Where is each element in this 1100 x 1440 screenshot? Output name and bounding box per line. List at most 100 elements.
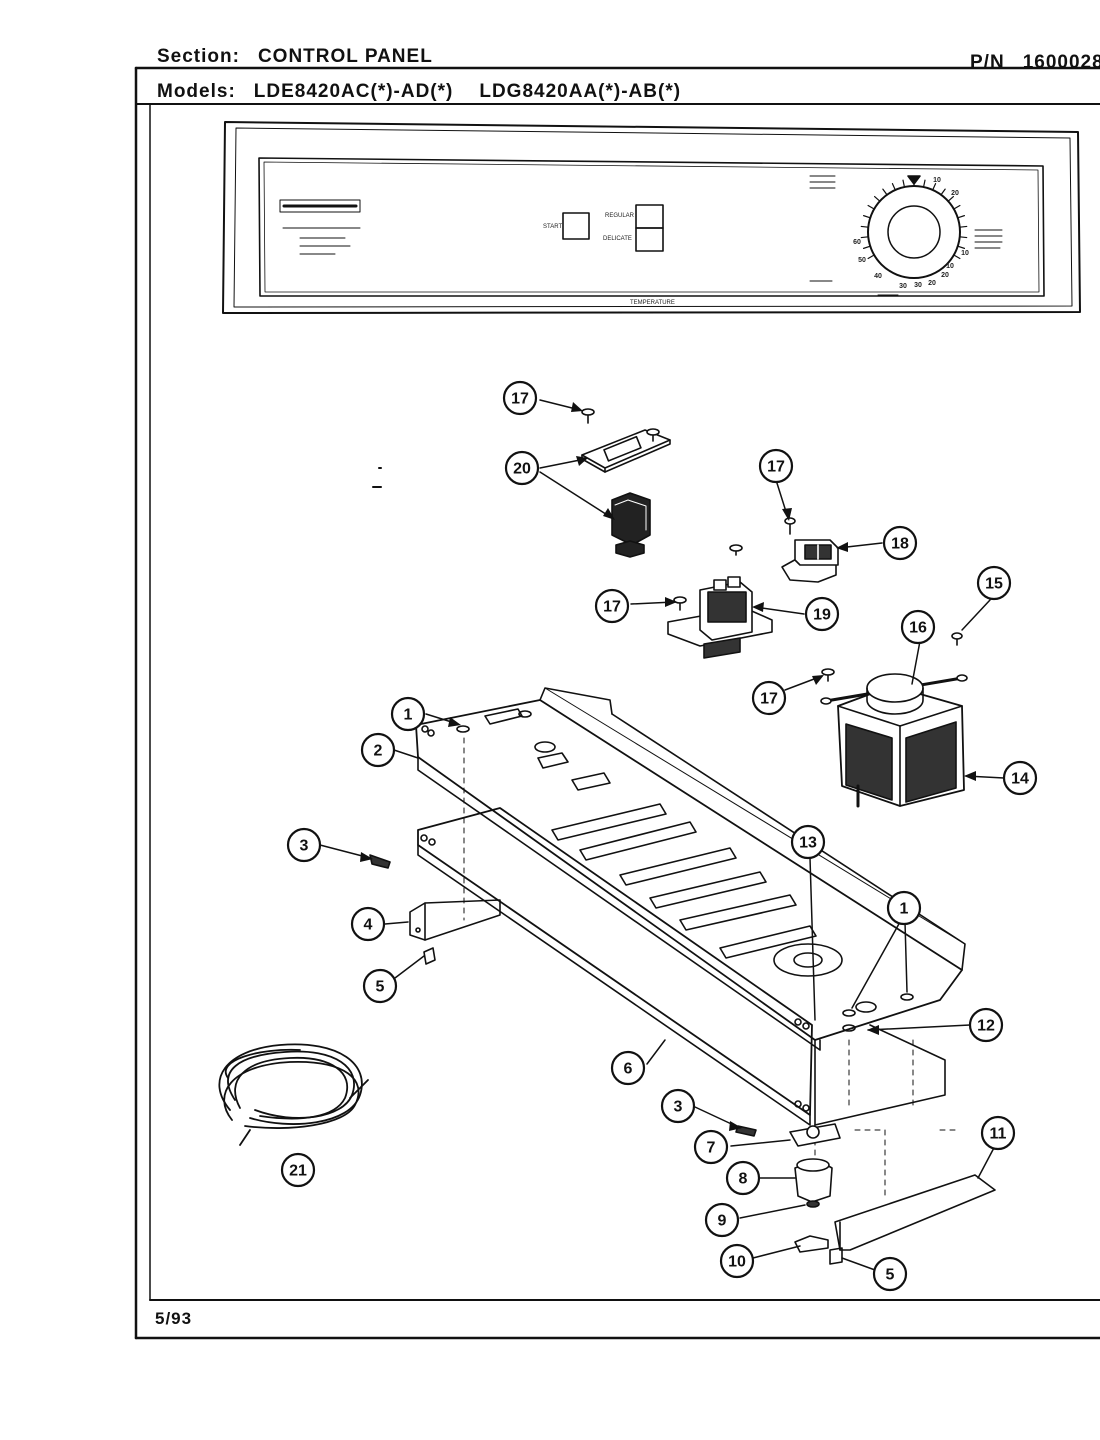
callout-number: 20 — [513, 461, 531, 478]
callout-number: 7 — [707, 1140, 716, 1157]
dial-tick — [862, 245, 871, 249]
callout-14: 14 — [1002, 760, 1038, 796]
callout-circle — [360, 732, 396, 768]
dial-tick — [932, 182, 937, 191]
callout-number: 17 — [760, 691, 778, 708]
callout-circle — [660, 1088, 696, 1124]
models-label: Models: — [157, 81, 236, 102]
callout-circle — [758, 448, 794, 484]
dial-number: 10 — [933, 177, 941, 184]
callout-6: 6 — [610, 1050, 646, 1086]
dial-tick — [959, 236, 968, 239]
callout-number: 3 — [300, 838, 309, 855]
callout-circle — [280, 1152, 316, 1188]
dial-tick — [867, 254, 875, 260]
dial-tick — [940, 188, 946, 196]
callout-circle — [704, 1202, 740, 1238]
callout-number: 19 — [813, 607, 831, 624]
dial-tick — [862, 215, 871, 219]
dial-number: 30 — [899, 283, 907, 290]
dial-number: 40 — [874, 273, 882, 280]
callout-number: 6 — [624, 1061, 633, 1078]
panel-label-block — [299, 237, 351, 255]
callout-19: 19 — [804, 596, 840, 632]
callout-number: 17 — [767, 459, 785, 476]
callout-18: 18 — [882, 525, 918, 561]
callout-3: 3 — [286, 827, 322, 863]
callout-circle — [610, 1050, 646, 1086]
page-frame — [134, 66, 1100, 1340]
callout-circle — [504, 450, 540, 486]
bezel-strip-part-11 — [829, 1174, 996, 1265]
console-bracket-part-2 — [415, 687, 966, 1051]
dial-number: 30 — [914, 282, 922, 289]
delicate-label: DELICATE — [603, 236, 632, 242]
callout-number: 17 — [603, 599, 621, 616]
dial-number: 20 — [928, 280, 936, 287]
dial-tick — [922, 179, 926, 188]
callout-16: 16 — [900, 609, 936, 645]
dial-tick — [882, 188, 888, 196]
side-bracket-part-4 — [409, 899, 501, 941]
callout-circle — [872, 1256, 908, 1292]
dial-number: 50 — [858, 257, 866, 264]
section-label: Section: — [157, 46, 240, 67]
callout-9: 9 — [704, 1202, 740, 1238]
callout-20: 20 — [504, 450, 540, 486]
callout-number: 5 — [376, 979, 385, 996]
callout-number: 1 — [900, 901, 909, 918]
alignment-lines — [463, 737, 959, 1201]
dial-tick — [953, 204, 961, 210]
front-rail-part-6 — [417, 807, 946, 1126]
callout-5: 5 — [362, 968, 398, 1004]
callout-15: 15 — [976, 565, 1012, 601]
revision-date: 5/93 — [155, 1309, 193, 1328]
callout-number: 1 — [404, 707, 413, 724]
callout-circle — [804, 596, 840, 632]
selector-switch-part-19 — [667, 576, 773, 659]
screws — [581, 408, 963, 682]
arrowheads — [360, 402, 976, 1131]
callout-17: 17 — [751, 680, 787, 716]
callout-17: 17 — [594, 588, 630, 624]
models-heading: Models:LDE8420AC(*)-AD(*)LDG8420AA(*)-AB… — [157, 81, 681, 103]
callout-number: 18 — [891, 536, 909, 553]
callout-circle — [362, 968, 398, 1004]
callout-circle — [725, 1160, 761, 1196]
timer-part-14 — [837, 673, 965, 808]
start-label: START — [543, 224, 562, 230]
knob-stack — [789, 1123, 841, 1253]
dial-number: 20 — [941, 272, 949, 279]
start-button — [562, 212, 590, 240]
regular-label: REGULAR — [605, 213, 635, 219]
callout-circle — [790, 824, 826, 860]
timer-dial: 10 20 10 20 30 40 50 60 30 20 10 — [809, 175, 1003, 297]
dial-tick — [867, 204, 875, 210]
callout-circle — [693, 1129, 729, 1165]
callout-2: 2 — [360, 732, 396, 768]
callout-circle — [1002, 760, 1038, 796]
callout-4: 4 — [350, 906, 386, 942]
callout-number: 8 — [739, 1171, 748, 1188]
callout-17: 17 — [502, 380, 538, 416]
callout-5: 5 — [872, 1256, 908, 1292]
callout-circle — [976, 565, 1012, 601]
dial-number: 20 — [951, 190, 959, 197]
dial-tick — [874, 195, 881, 202]
maytag-logo — [279, 199, 361, 229]
callout-12: 12 — [968, 1007, 1004, 1043]
dial-tick — [957, 215, 966, 219]
callout-circle — [286, 827, 322, 863]
callout-number: 2 — [374, 743, 383, 760]
dial-tick — [891, 182, 896, 191]
temperature-label: TEMPERATURE — [630, 300, 675, 306]
dial-tick — [860, 225, 869, 228]
callout-7: 7 — [693, 1129, 729, 1165]
callout-circle — [886, 890, 922, 926]
switch-part-18 — [781, 539, 839, 583]
callout-number: 17 — [511, 391, 529, 408]
callout-17: 17 — [758, 448, 794, 484]
section-value: CONTROL PANEL — [257, 46, 433, 67]
dial-number: 10 — [946, 263, 954, 270]
